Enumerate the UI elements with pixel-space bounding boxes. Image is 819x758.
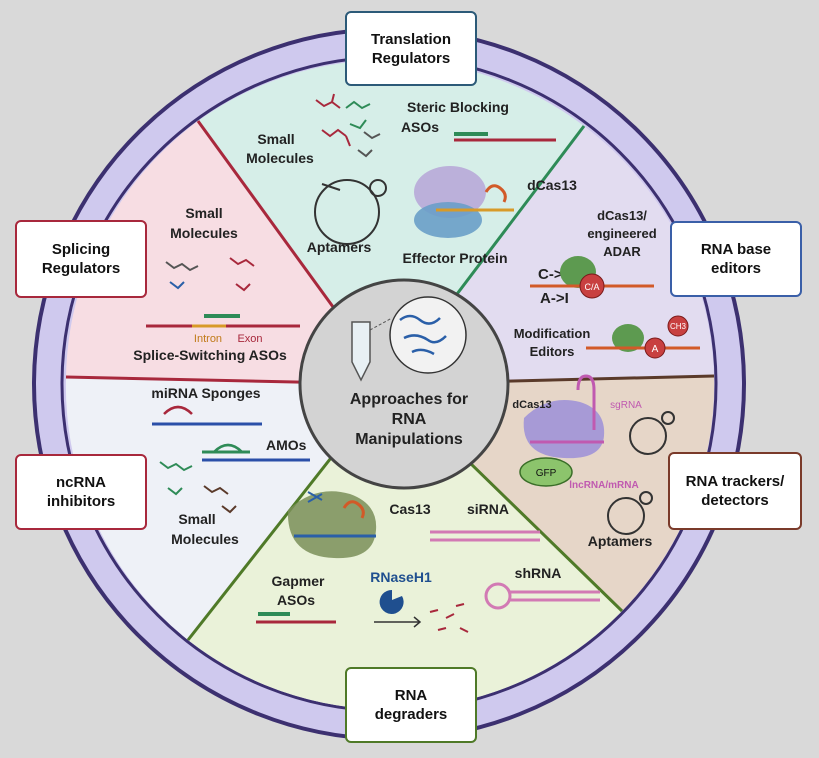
center-title-line-3: Manipulations [355,431,463,448]
center-title-line-1: Approaches for [350,391,468,408]
splicing-small-molecules-line-2: Molecules [170,225,238,241]
shrna-label: shRNA [515,565,562,581]
modification-editor-icon [586,324,700,352]
ch3-badge [667,315,689,337]
dcas13-adar-line-3: ADAR [603,244,641,259]
effector-protein-icon [414,166,514,238]
cas13-rna-icon [342,500,365,519]
a-badge-text: A [652,344,659,355]
rna-degraders-label: RNA degraders [374,687,448,723]
dcas13-adar-line-2: engineered [587,226,656,241]
cas13-blob-icon [287,491,377,559]
shrna-icon [484,582,600,610]
center-rna-strand-icon [399,314,447,356]
lncrna-label: lncRNA/mRNA [569,480,638,491]
steric-blocking-aso-icon [454,132,556,142]
ncrna-small-molecules-icon [159,461,237,514]
rna-trackers-box: RNA trackers/ detectors [668,452,802,530]
rna-trackers-label: RNA trackers/ detectors [685,473,785,509]
center-tube-lines-icon [369,317,393,331]
sector-splicing [66,121,389,384]
exon-label: Exon [237,333,262,345]
tracker-dcas13-blob-icon [523,400,605,459]
rnaseh1-label: RNaseH1 [370,569,432,585]
gfp-icon [519,457,573,487]
rna-base-editors-box: RNA base editors [670,221,802,297]
translation-dcas13-label: dCas13 [527,177,577,193]
sgrna-label: sgRNA [610,400,642,411]
amos-label: AMOs [266,437,307,453]
amo-icon [202,443,310,462]
rna-degraders-box: RNA degraders [345,667,477,743]
splicing-regulators-label: Splicing Regulators [41,241,121,277]
translation-small-molecules-line-2: Molecules [246,150,314,166]
mirna-sponge-icon [152,405,262,426]
sector-ncrna [65,377,389,640]
small-molecules-icon [315,93,381,158]
translation-aptamers-label: Aptamers [307,239,372,255]
ncrna-inhibitors-box: ncRNA inhibitors [15,454,147,530]
degrade-arrow-icon [374,616,422,628]
effector-protein-label: Effector Protein [402,250,507,266]
ca-badge-text: C/A [584,282,599,292]
modification-editors-line-2: Editors [530,344,575,359]
dcas13-adar-line-1: dCas13/ [597,208,647,223]
steric-blocking-line-2: ASOs [401,119,439,135]
sgrna-icon [576,374,596,430]
tracker-aptamer-icon-bottom [607,491,653,535]
gapmer-line-1: Gapmer [272,573,325,589]
splicing-small-molecules-line-1: Small [185,205,222,221]
center-rna-lens [389,296,467,374]
a-to-i-label: A->I [540,290,569,307]
translation-regulators-box: Translation Regulators [345,11,477,86]
center-title-line-2: RNA [392,411,427,428]
ncrna-inhibitors-label: ncRNA inhibitors [46,474,116,510]
sirna-label: siRNA [467,501,509,517]
ca-badge [579,273,605,299]
intron-label: Intron [194,333,222,345]
aptamer-icon [314,179,387,245]
a-badge [644,337,666,359]
gfp-label: GFP [536,468,557,479]
ncrna-small-molecules-line-2: Molecules [171,531,239,547]
center-tube-icon [351,321,371,382]
splicing-regulators-box: Splicing Regulators [15,220,147,298]
translation-regulators-label: Translation Regulators [370,30,452,67]
rna-base-editors-label: RNA base editors [700,241,772,277]
translation-small-molecules-line-1: Small [257,131,294,147]
scissors-icon [307,491,323,503]
tracker-dcas13-label: dCas13 [512,399,551,411]
ncrna-small-molecules-line-1: Small [178,511,215,527]
sirna-icon [430,530,540,542]
splicing-small-molecules-icon [165,257,255,292]
gapmer-line-2: ASOs [277,592,315,608]
sector-degraders [188,384,622,710]
ch3-badge-text: CH3 [670,322,687,331]
gapmer-icon [256,612,336,624]
rnaseh1-icon [379,589,404,614]
steric-blocking-line-1: Steric Blocking [407,99,509,115]
mirna-sponges-label: miRNA Sponges [151,385,260,401]
tracker-aptamers-label: Aptamers [588,533,653,549]
splice-switching-aso-icon [146,314,300,328]
modification-editors-line-1: Modification [514,326,591,341]
tracker-aptamer-icon-top [629,411,675,455]
splice-switching-label: Splice-Switching ASOs [133,347,287,363]
cas13-label: Cas13 [389,501,430,517]
rna-fragments-icon [429,603,469,633]
